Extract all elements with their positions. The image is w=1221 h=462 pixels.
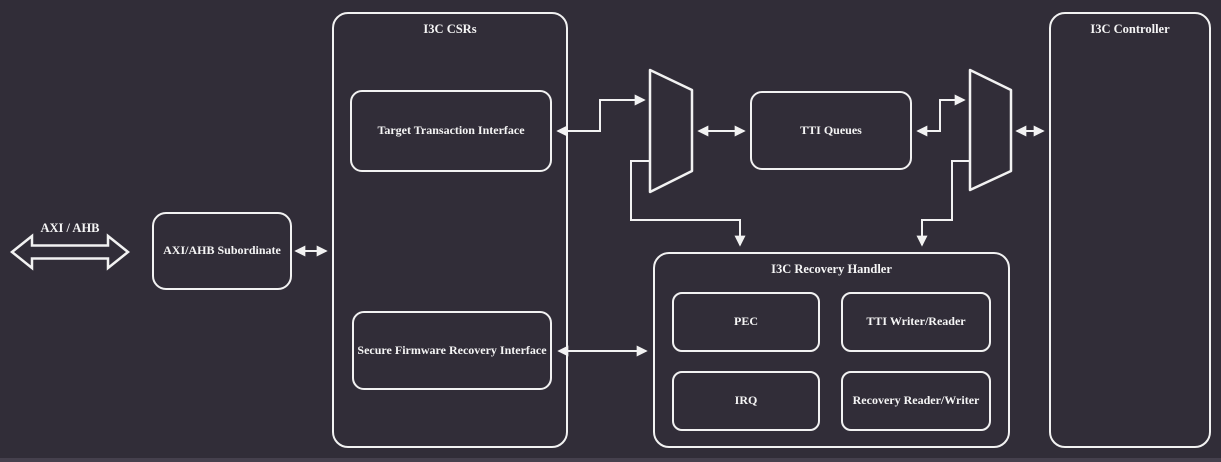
irq-label: IRQ (734, 393, 758, 408)
recovery-reader-writer-block: Recovery Reader/Writer (841, 371, 991, 431)
conn-muxleft-recovery (630, 160, 746, 247)
tti-queues-block: TTI Queues (750, 91, 912, 170)
tti-writer-reader-label: TTI Writer/Reader (866, 314, 966, 329)
tti-writer-reader-block: TTI Writer/Reader (841, 292, 991, 352)
axi-ahb-subordinate-block: AXI/AHB Subordinate (152, 212, 292, 290)
tti-queues-label: TTI Queues (800, 122, 862, 137)
i3c-controller-title: I3C Controller (1090, 22, 1170, 36)
recovery-reader-writer-label: Recovery Reader/Writer (852, 393, 980, 408)
i3c-csrs-container: I3C CSRs (332, 12, 568, 448)
mux-right-icon (968, 68, 1013, 192)
irq-block: IRQ (672, 371, 820, 431)
i3c-recovery-handler-title: I3C Recovery Handler (771, 262, 892, 276)
i3c-csrs-title: I3C CSRs (423, 22, 477, 36)
conn-muxright-recovery (916, 160, 970, 247)
mux-left-icon (648, 68, 694, 194)
secure-firmware-recovery-interface-label: Secure Firmware Recovery Interface (357, 342, 547, 357)
secure-firmware-recovery-interface-block: Secure Firmware Recovery Interface (352, 311, 552, 390)
i3c-recovery-handler-container: I3C Recovery Handler (653, 252, 1010, 448)
i3c-controller-container: I3C Controller (1049, 12, 1211, 448)
pec-label: PEC (734, 314, 758, 329)
window-bottom-edge (0, 458, 1221, 462)
conn-ttiqueues-muxright (916, 94, 966, 137)
conn-tti-muxleft (556, 94, 646, 137)
axi-ahb-bus-label: AXI / AHB (40, 221, 100, 235)
axi-ahb-bus-arrow-shape (9, 233, 131, 271)
pec-block: PEC (672, 292, 820, 352)
target-transaction-interface-block: Target Transaction Interface (350, 90, 552, 172)
axi-ahb-subordinate-label: AXI/AHB Subordinate (163, 243, 281, 258)
target-transaction-interface-label: Target Transaction Interface (377, 123, 525, 138)
